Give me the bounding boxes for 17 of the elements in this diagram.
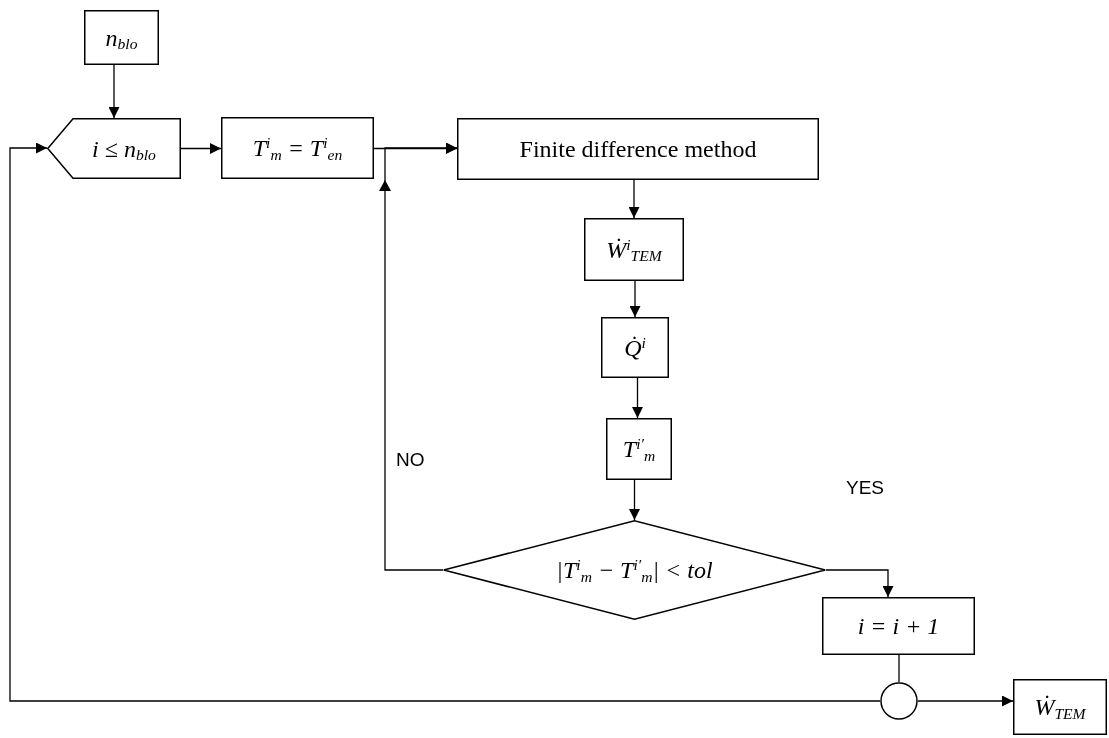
arrow bbox=[9, 142, 881, 702]
arrow bbox=[180, 143, 222, 154]
node-text: Finite difference method bbox=[519, 137, 757, 161]
arrow bbox=[825, 569, 894, 598]
arrow bbox=[628, 179, 640, 219]
node-text: Q̇$^{i}$ bbox=[624, 335, 646, 360]
node-text: Ẇ$_{TEM}$ bbox=[1034, 695, 1086, 719]
node-text: i ≤ n$_{blo}$ bbox=[92, 136, 156, 161]
condition-text: |T$^{i}$$_{m}$ − T$^{i′}$$_{m}$| < tol bbox=[556, 558, 713, 582]
node-text: n$_{blo}$ bbox=[105, 25, 138, 50]
arrow bbox=[629, 479, 640, 521]
arrow bbox=[917, 695, 1014, 707]
arrow bbox=[632, 377, 643, 419]
arrow bbox=[379, 142, 458, 571]
arrow bbox=[108, 64, 120, 119]
node-text: i = i + 1 bbox=[857, 614, 940, 638]
arrow bbox=[629, 280, 641, 318]
